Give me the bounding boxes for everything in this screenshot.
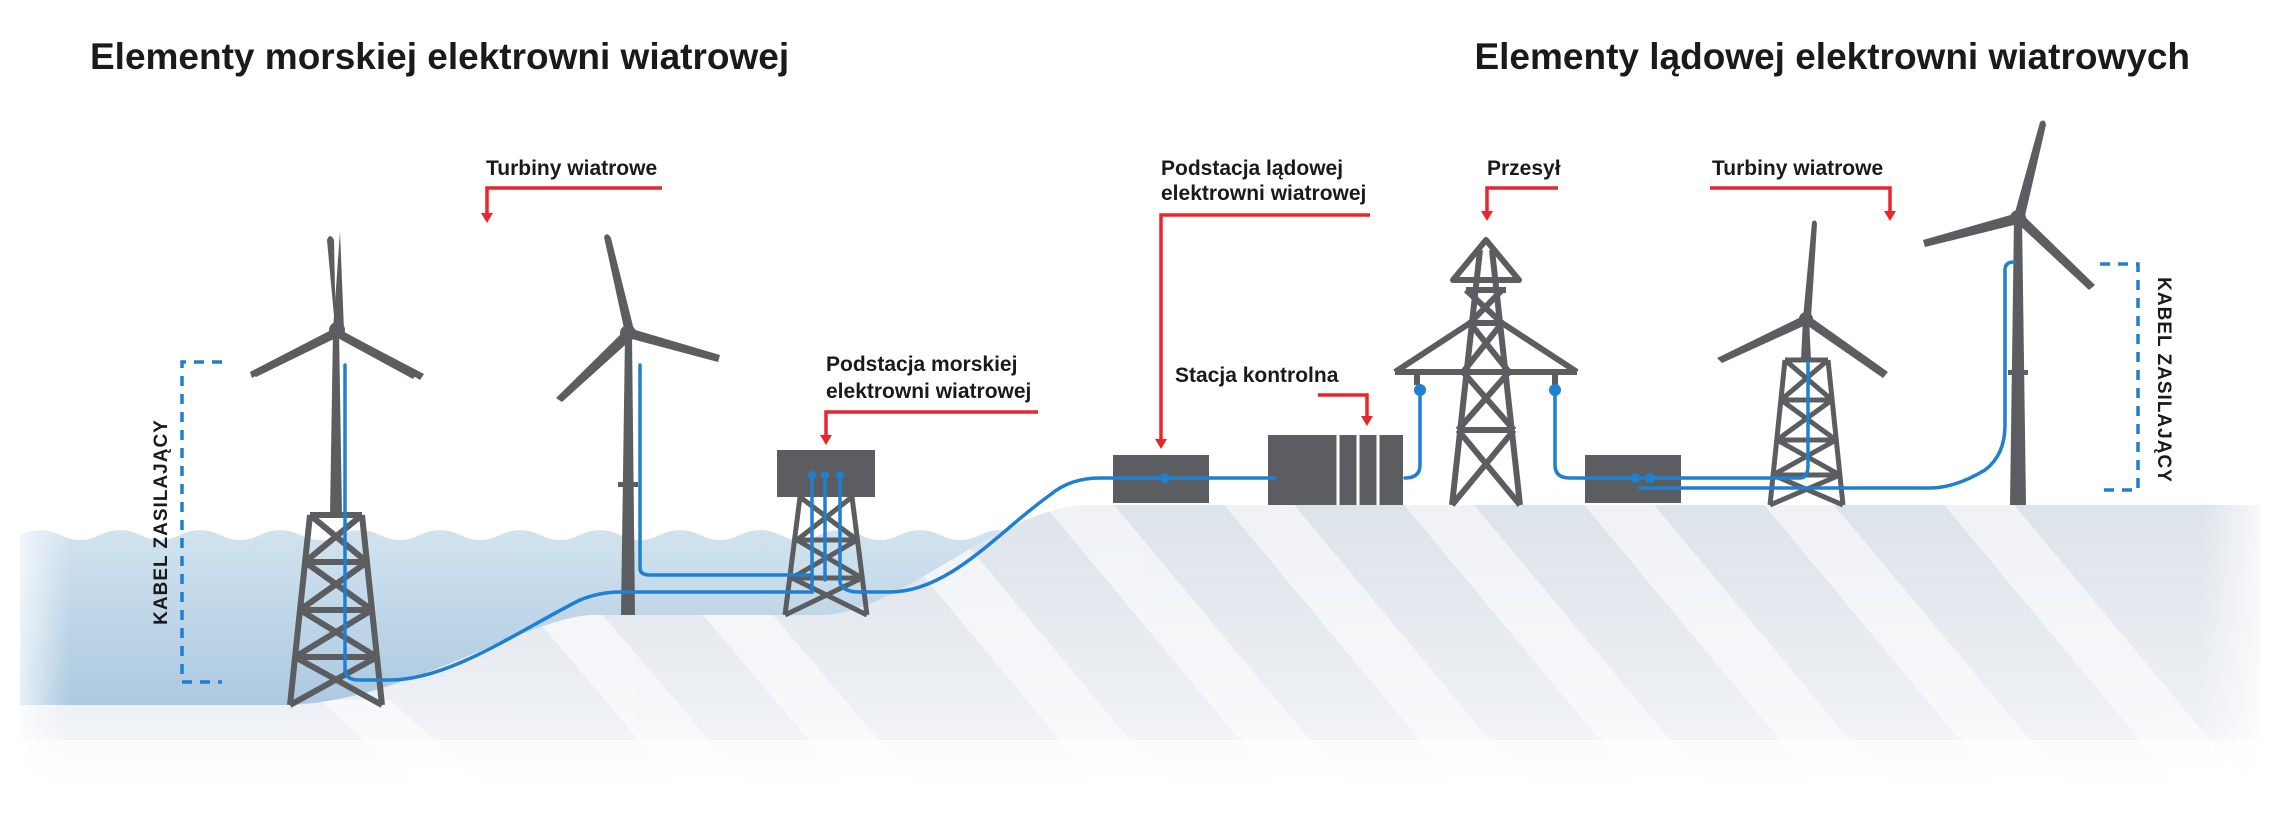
label-control-station: Stacja kontrolna xyxy=(1175,364,1339,387)
label-onshore-substation-l2: elektrowni wiatrowej xyxy=(1161,182,1366,205)
label-arrowheads xyxy=(481,211,1896,449)
cable-junctions xyxy=(808,384,1655,483)
transmission-pylon xyxy=(1393,237,1579,507)
label-leaders xyxy=(485,186,1892,441)
onshore-title: Elementy lądowej elektrowni wiatrowych xyxy=(1474,36,2190,77)
cable-bracket-right xyxy=(2100,262,2140,492)
label-offshore-substation-l2: elektrowni wiatrowej xyxy=(826,380,1031,403)
offshore-turbine-1 xyxy=(250,232,424,708)
control-station xyxy=(1268,435,1403,505)
label-power-cable-left: KABEL ZASILAJĄCY xyxy=(151,419,172,625)
offshore-turbine-2 xyxy=(556,234,720,615)
label-onshore-turbines: Turbiny wiatrowe xyxy=(1712,157,1883,180)
cable-bracket-left xyxy=(180,360,222,684)
label-offshore-substation-l1: Podstacja morskiej xyxy=(826,353,1017,376)
label-power-cable-right: KABEL ZASILAJĄCY xyxy=(2153,277,2174,483)
onshore-turbine-2 xyxy=(1923,120,2095,505)
ground-stripes xyxy=(320,505,2260,790)
label-onshore-substation-l1: Podstacja lądowej xyxy=(1161,157,1343,180)
power-cables xyxy=(343,260,2016,682)
label-transmission: Przesył xyxy=(1487,157,1561,180)
offshore-title: Elementy morskiej elektrowni wiatrowej xyxy=(90,36,790,77)
onshore-turbine-1 xyxy=(1717,220,1888,508)
label-offshore-turbines: Turbiny wiatrowe xyxy=(486,157,657,180)
